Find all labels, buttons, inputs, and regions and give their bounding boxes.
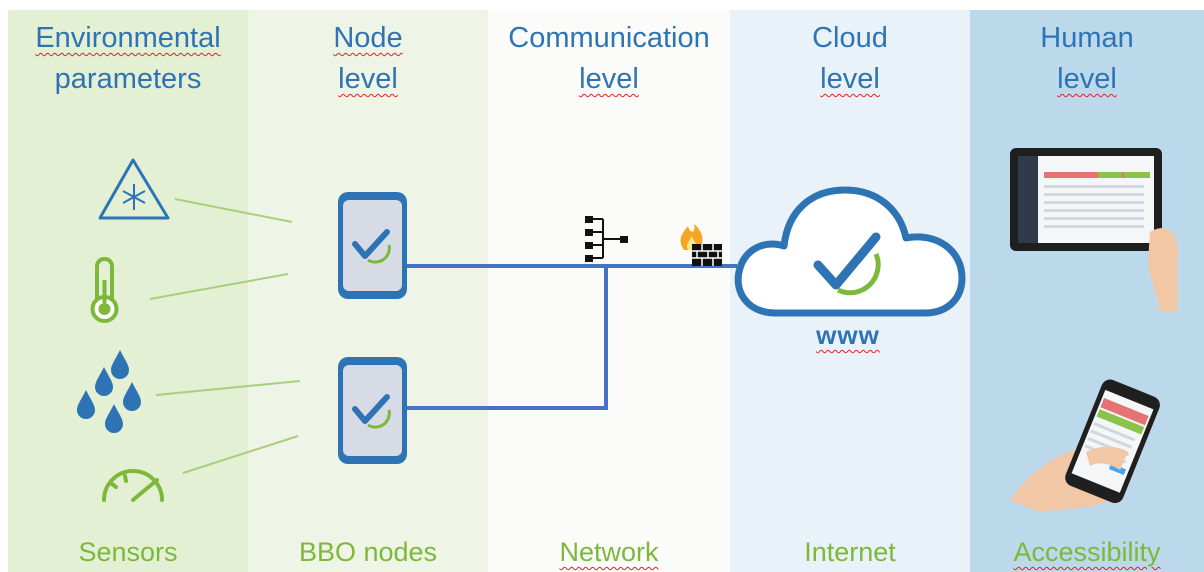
heading-line: Cloud bbox=[812, 22, 888, 54]
column-heading: Node level bbox=[248, 18, 488, 100]
bbo-node-icon bbox=[338, 357, 407, 464]
bbo-node-icon bbox=[338, 192, 407, 299]
heading-line: level bbox=[338, 63, 398, 95]
heading-line: parameters bbox=[54, 63, 202, 95]
heading-line: Environmental bbox=[35, 22, 221, 54]
heading-line: level bbox=[820, 63, 880, 95]
network-link bbox=[406, 266, 608, 410]
cloud-label: www bbox=[816, 320, 880, 350]
footer-text: BBO nodes bbox=[298, 537, 438, 567]
sensor-link bbox=[174, 198, 293, 223]
column-heading: Human level bbox=[970, 18, 1204, 100]
sensor-link bbox=[182, 435, 299, 474]
cloud-icon bbox=[734, 186, 966, 317]
column-environmental: Environmental parameters Sensors bbox=[8, 10, 248, 572]
column-footer: Sensors bbox=[78, 537, 178, 567]
column-heading: Environmental parameters bbox=[8, 18, 248, 100]
snowflake-warning-icon bbox=[98, 158, 170, 220]
footer-text: Accessibility bbox=[1013, 537, 1161, 567]
footer-text: Network bbox=[559, 537, 659, 567]
heading-line: level bbox=[579, 63, 639, 95]
network-links bbox=[406, 264, 737, 410]
tablet-icon bbox=[1010, 148, 1179, 312]
thermometer-icon bbox=[90, 257, 119, 323]
firewall-icon bbox=[680, 224, 722, 266]
column-heading: Cloud level bbox=[730, 18, 970, 100]
network-switch-icon bbox=[585, 216, 628, 262]
column-footer: Internet bbox=[804, 537, 896, 567]
heading-line: level bbox=[1057, 63, 1117, 95]
sensor-links bbox=[149, 198, 301, 474]
gauge-icon bbox=[102, 469, 164, 502]
heading-line: Node bbox=[333, 22, 403, 54]
column-footer: BBO nodes bbox=[248, 537, 488, 568]
heading-line: Human bbox=[1040, 22, 1134, 54]
smartphone-icon bbox=[1010, 379, 1160, 512]
column-footer: Network bbox=[488, 537, 730, 568]
sensor-link bbox=[149, 273, 289, 300]
sensor-link bbox=[155, 380, 301, 396]
heading-line: Communication bbox=[508, 22, 710, 54]
column-footer: Accessibility bbox=[970, 537, 1204, 568]
column-heading: Communication level bbox=[488, 18, 730, 100]
water-drops-icon bbox=[77, 350, 141, 433]
column-communication: Communication level Network bbox=[488, 10, 730, 572]
